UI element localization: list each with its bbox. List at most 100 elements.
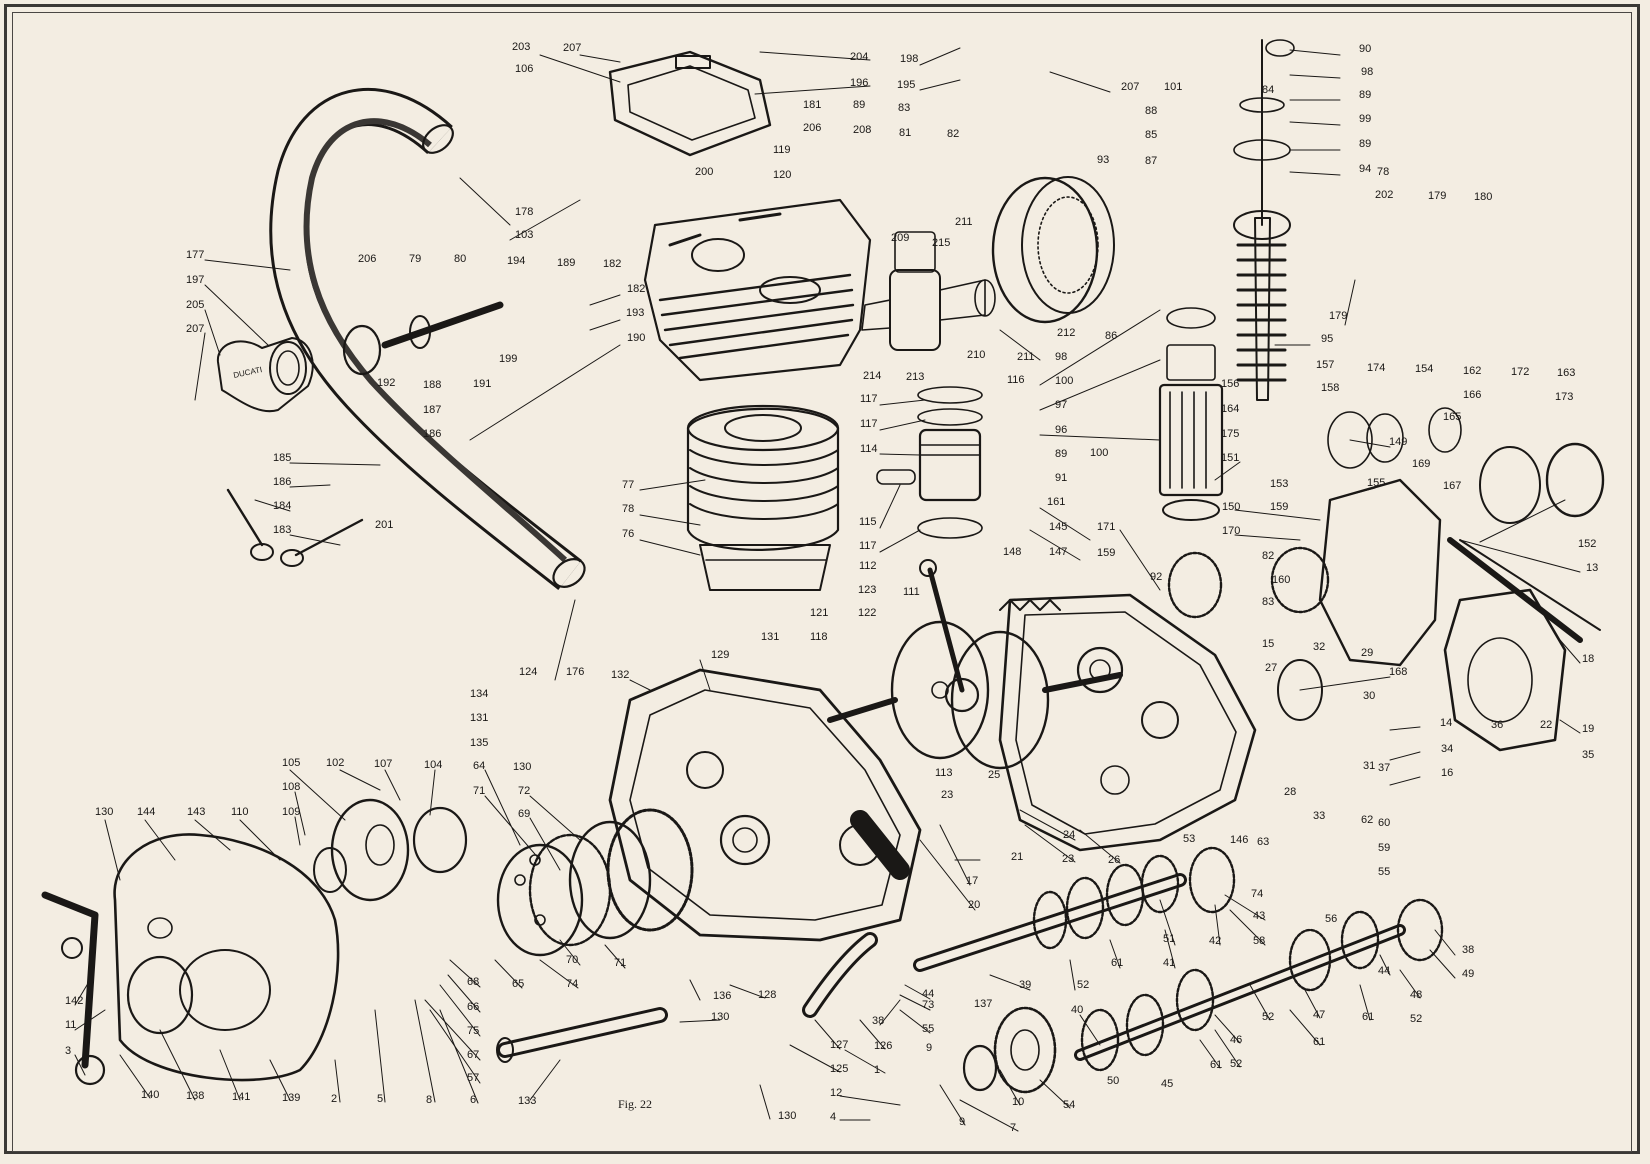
callout-number: 55	[1378, 866, 1390, 878]
callout-number: 140	[141, 1089, 159, 1101]
callout-number: 83	[1262, 596, 1274, 608]
callout-number: 169	[1412, 458, 1430, 470]
camshaft	[342, 301, 504, 376]
callout-number: 214	[863, 370, 881, 382]
callout-number: 42	[1209, 935, 1221, 947]
callout-number: 119	[773, 144, 791, 156]
callout-number: 74	[1251, 888, 1263, 900]
callout-number: 61	[1313, 1036, 1325, 1048]
callout-number: 97	[1055, 399, 1067, 411]
callout-number: 99	[1359, 113, 1371, 125]
clutch-assembly	[496, 808, 694, 957]
callout-number: 26	[1108, 854, 1120, 866]
callout-number: 135	[470, 737, 488, 749]
callout-number: 78	[1377, 166, 1389, 178]
callout-number: 109	[282, 806, 300, 818]
callout-number: 52	[1410, 1013, 1422, 1025]
callout-number: 68	[467, 976, 479, 988]
callout-number: 170	[1222, 525, 1240, 537]
callout-number: 82	[947, 128, 959, 140]
callout-number: 192	[377, 377, 395, 389]
callout-number: 81	[899, 127, 911, 139]
callout-number: 70	[566, 954, 578, 966]
callout-number: 72	[518, 785, 530, 797]
callout-number: 117	[860, 418, 878, 430]
callout-number: 71	[614, 957, 626, 969]
callout-number: 25	[988, 769, 1000, 781]
callout-number: 165	[1443, 411, 1461, 423]
callout-number: 197	[186, 274, 204, 286]
callout-number: 166	[1463, 389, 1481, 401]
callout-number: 186	[423, 428, 441, 440]
callout-number: 127	[830, 1039, 848, 1051]
callout-number: 56	[1325, 913, 1337, 925]
right-crankcase	[998, 593, 1257, 852]
callout-number: 113	[935, 767, 953, 779]
figure-caption: Fig. 22	[618, 1097, 652, 1111]
callout-number: 14	[1440, 717, 1452, 729]
callout-number: 92	[1150, 571, 1162, 583]
callout-number: 60	[1378, 817, 1390, 829]
gearbox-mainshaft	[913, 846, 1236, 972]
callout-number: 89	[1359, 138, 1371, 150]
callout-number: 38	[1462, 944, 1474, 956]
callout-number: 168	[1389, 666, 1407, 678]
callout-number: 178	[515, 206, 533, 218]
callout-number: 78	[622, 503, 634, 515]
callout-number: 132	[611, 669, 629, 681]
callout-number: 33	[1313, 810, 1325, 822]
callout-number: 46	[1230, 1034, 1242, 1046]
callout-number: 195	[897, 79, 915, 91]
callout-number: 94	[1359, 163, 1371, 175]
cylinder-barrel	[686, 404, 840, 591]
callout-number: 129	[711, 649, 729, 661]
callout-number: 57	[467, 1072, 479, 1084]
callout-number: 196	[850, 77, 868, 89]
callout-number: 194	[507, 255, 525, 267]
callout-number: 18	[1582, 653, 1594, 665]
callout-number: 198	[900, 53, 918, 65]
callout-number: 204	[850, 51, 868, 63]
callout-number: 142	[65, 995, 83, 1007]
callout-number: 182	[627, 283, 645, 295]
callout-number: 7	[1010, 1122, 1016, 1134]
callout-number: 76	[622, 528, 634, 540]
callout-number: 146	[1230, 834, 1248, 846]
callout-number: 139	[282, 1092, 300, 1104]
callout-number: 102	[326, 757, 344, 769]
callout-number: 89	[1359, 89, 1371, 101]
callout-number: 19	[1582, 723, 1594, 735]
callout-number: 130	[711, 1011, 729, 1023]
callout-number: 151	[1221, 452, 1239, 464]
callout-number: 51	[1163, 933, 1175, 945]
callout-number: 159	[1097, 547, 1115, 559]
callout-number: 148	[1003, 546, 1021, 558]
callout-number: 84	[1262, 84, 1274, 96]
callout-number: 110	[231, 806, 249, 818]
callout-number: 107	[374, 758, 392, 770]
callout-number: 29	[1361, 647, 1373, 659]
callout-number: 28	[1284, 786, 1296, 798]
callout-number: 156	[1221, 378, 1239, 390]
callout-number: 183	[273, 524, 291, 536]
callout-number: 95	[1321, 333, 1333, 345]
callout-number: 121	[810, 607, 828, 619]
callout-number: 85	[1145, 129, 1157, 141]
callout-number: 104	[424, 759, 442, 771]
callout-number: 103	[515, 229, 533, 241]
callout-number: 213	[906, 371, 924, 383]
callout-number: 66	[467, 1001, 479, 1013]
callout-number: 211	[1017, 351, 1035, 363]
callout-number: 177	[186, 249, 204, 261]
callout-number: 124	[519, 666, 537, 678]
callout-number: 120	[773, 169, 791, 181]
callout-number: 4	[830, 1111, 836, 1123]
callout-number: 62	[1361, 814, 1373, 826]
callout-number: 27	[1265, 662, 1277, 674]
exhaust-pipe	[269, 88, 586, 590]
callout-number: 52	[1262, 1011, 1274, 1023]
callout-number: 143	[187, 806, 205, 818]
callout-number: 3	[65, 1045, 71, 1057]
gearbox-layshaft	[1074, 898, 1444, 1072]
callout-number: 180	[1474, 191, 1492, 203]
